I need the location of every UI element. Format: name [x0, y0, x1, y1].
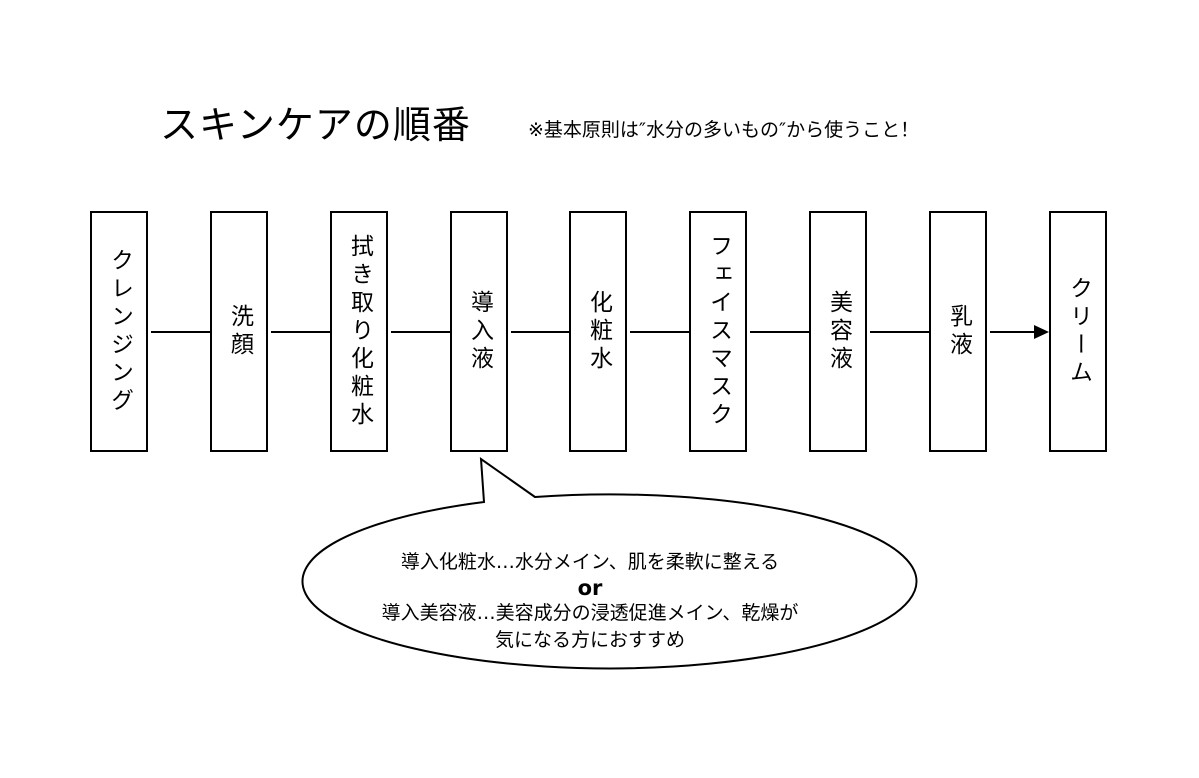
step-label: クリーム: [1065, 275, 1092, 388]
step-face-mask: フェイスマスク: [689, 211, 747, 452]
callout-line-booster-toner: 導入化粧水…水分メイン、肌を柔軟に整える: [400, 551, 780, 573]
diagram-title: スキンケアの順番: [160, 103, 471, 147]
step-label: クレンジング: [106, 247, 133, 416]
speech-bubble-outline: [301, 456, 918, 670]
step-label: 導入液: [466, 289, 493, 374]
step-label: フェイスマスク: [705, 233, 732, 430]
callout-line-booster-serum: 導入美容液…美容成分の浸透促進メイン、乾燥が: [381, 602, 799, 624]
step-label: 化粧水: [585, 289, 612, 374]
step-emulsion: 乳液: [929, 211, 987, 452]
step-label: 乳液: [945, 303, 972, 360]
step-cream: クリーム: [1049, 211, 1107, 452]
step-label: 美容液: [825, 289, 852, 374]
step-label: 洗顔: [226, 303, 253, 360]
arrowhead: [1034, 325, 1049, 339]
step-wipe-toner: 拭き取り化粧水: [330, 211, 388, 452]
step-booster: 導入液: [450, 211, 508, 452]
step-toner: 化粧水: [569, 211, 627, 452]
callout-or: or: [577, 576, 603, 600]
step-cleansing: クレンジング: [90, 211, 148, 452]
callout-text: 導入化粧水…水分メイン、肌を柔軟に整える or 導入美容液…美容成分の浸透促進メ…: [300, 549, 880, 654]
step-label: 拭き取り化粧水: [346, 233, 373, 430]
step-face-wash: 洗顔: [210, 211, 268, 452]
principle-note: ※基本原則は″水分の多いもの″から使うこと！: [528, 119, 920, 141]
callout-line-recommendation: 気になる方におすすめ: [494, 629, 685, 651]
step-serum: 美容液: [809, 211, 867, 452]
